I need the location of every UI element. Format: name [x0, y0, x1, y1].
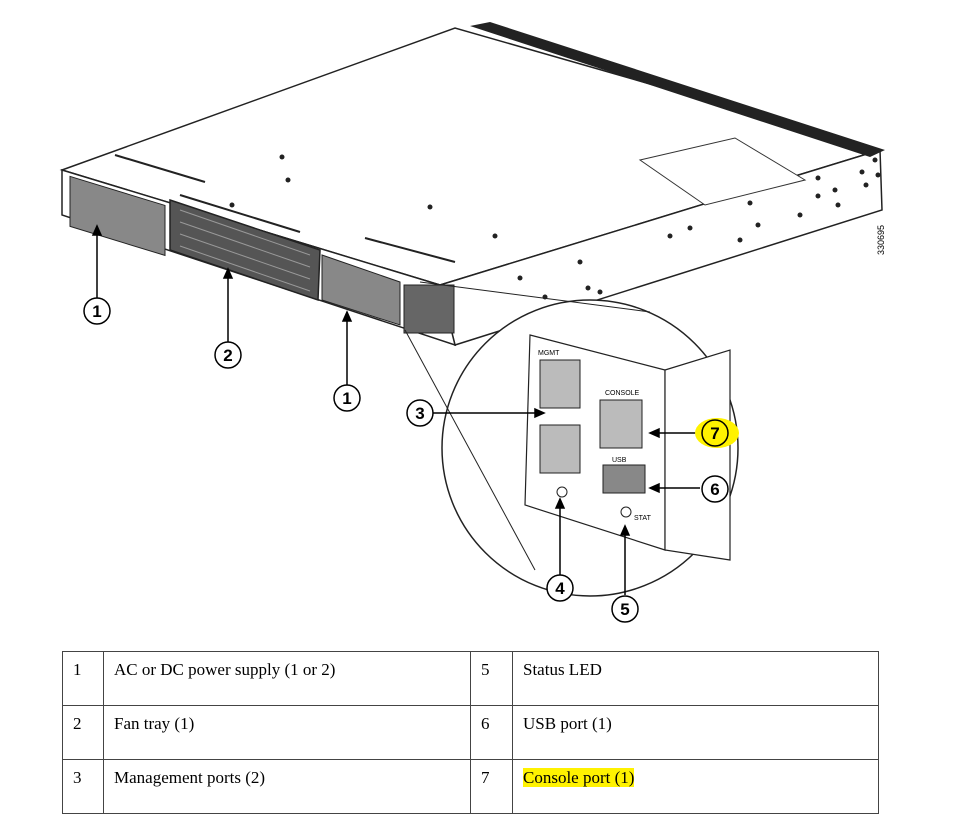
stat-led — [620, 506, 632, 518]
svg-text:7: 7 — [710, 424, 719, 443]
mgmt-port-bottom — [539, 424, 581, 474]
highlighted-text: Console port (1) — [523, 768, 635, 787]
usb-port — [602, 464, 646, 494]
svg-text:1: 1 — [342, 389, 351, 408]
legend-description: AC or DC power supply (1 or 2) — [103, 651, 471, 706]
svg-text:1: 1 — [92, 302, 101, 321]
zoom-leader-bottom — [404, 329, 536, 571]
mgmt-port-top — [539, 359, 581, 409]
svg-text:2: 2 — [223, 346, 232, 365]
legend-description: Status LED — [512, 651, 879, 706]
power-supply-right — [321, 254, 401, 326]
callout-7: 7 — [695, 418, 739, 448]
label-plate — [638, 137, 807, 206]
legend-number: 6 — [470, 705, 513, 760]
legend-description: Management ports (2) — [103, 759, 471, 814]
legend-number: 7 — [470, 759, 513, 814]
chassis-figure: MGMT CONSOLE USB STAT 330695 1 2 1 3 7 — [59, 22, 886, 623]
table-row: 2 Fan tray (1) 6 USB port (1) — [62, 705, 879, 760]
callout-2: 2 — [214, 341, 242, 369]
console-port — [599, 399, 643, 449]
table-row: 3 Management ports (2) 7 Console port (1… — [62, 759, 879, 814]
callout-1a: 1 — [83, 297, 111, 325]
top-edge-slot — [179, 194, 301, 233]
svg-text:4: 4 — [555, 579, 565, 598]
legend-description: Console port (1) — [512, 759, 879, 814]
legend-description: Fan tray (1) — [103, 705, 471, 760]
callout-5: 5 — [611, 595, 639, 623]
legend-table: 1 AC or DC power supply (1 or 2) 5 Statu… — [62, 651, 879, 814]
callout-lines — [91, 224, 700, 595]
svg-text:3: 3 — [415, 404, 424, 423]
zoom-leader-top — [419, 281, 651, 313]
mgmt-label: MGMT — [538, 350, 560, 357]
stat-label: STAT — [634, 515, 652, 522]
table-row: 1 AC or DC power supply (1 or 2) 5 Statu… — [62, 651, 879, 706]
legend-number: 2 — [62, 705, 104, 760]
zoom-panel-side — [664, 349, 731, 561]
fan-tray — [169, 198, 321, 302]
legend-number: 3 — [62, 759, 104, 814]
legend-description: USB port (1) — [512, 705, 879, 760]
rear-vent — [470, 22, 885, 157]
fan-tray-grill — [179, 209, 311, 292]
console-label: CONSOLE — [605, 390, 640, 397]
legend-number: 5 — [470, 651, 513, 706]
top-slot — [114, 154, 206, 183]
port-block — [403, 284, 455, 334]
usb-label: USB — [612, 457, 627, 464]
mgmt-led — [556, 486, 568, 498]
svg-text:5: 5 — [620, 600, 629, 619]
top-slot — [364, 237, 456, 263]
callout-6: 6 — [701, 475, 729, 503]
figure-id: 330695 — [876, 225, 886, 255]
callout-4: 4 — [546, 574, 574, 602]
svg-text:6: 6 — [710, 480, 719, 499]
top-screws — [229, 154, 881, 300]
callout-1b: 1 — [333, 384, 361, 412]
legend-number: 1 — [62, 651, 104, 706]
callout-3: 3 — [406, 399, 434, 427]
power-supply-left — [69, 175, 166, 257]
